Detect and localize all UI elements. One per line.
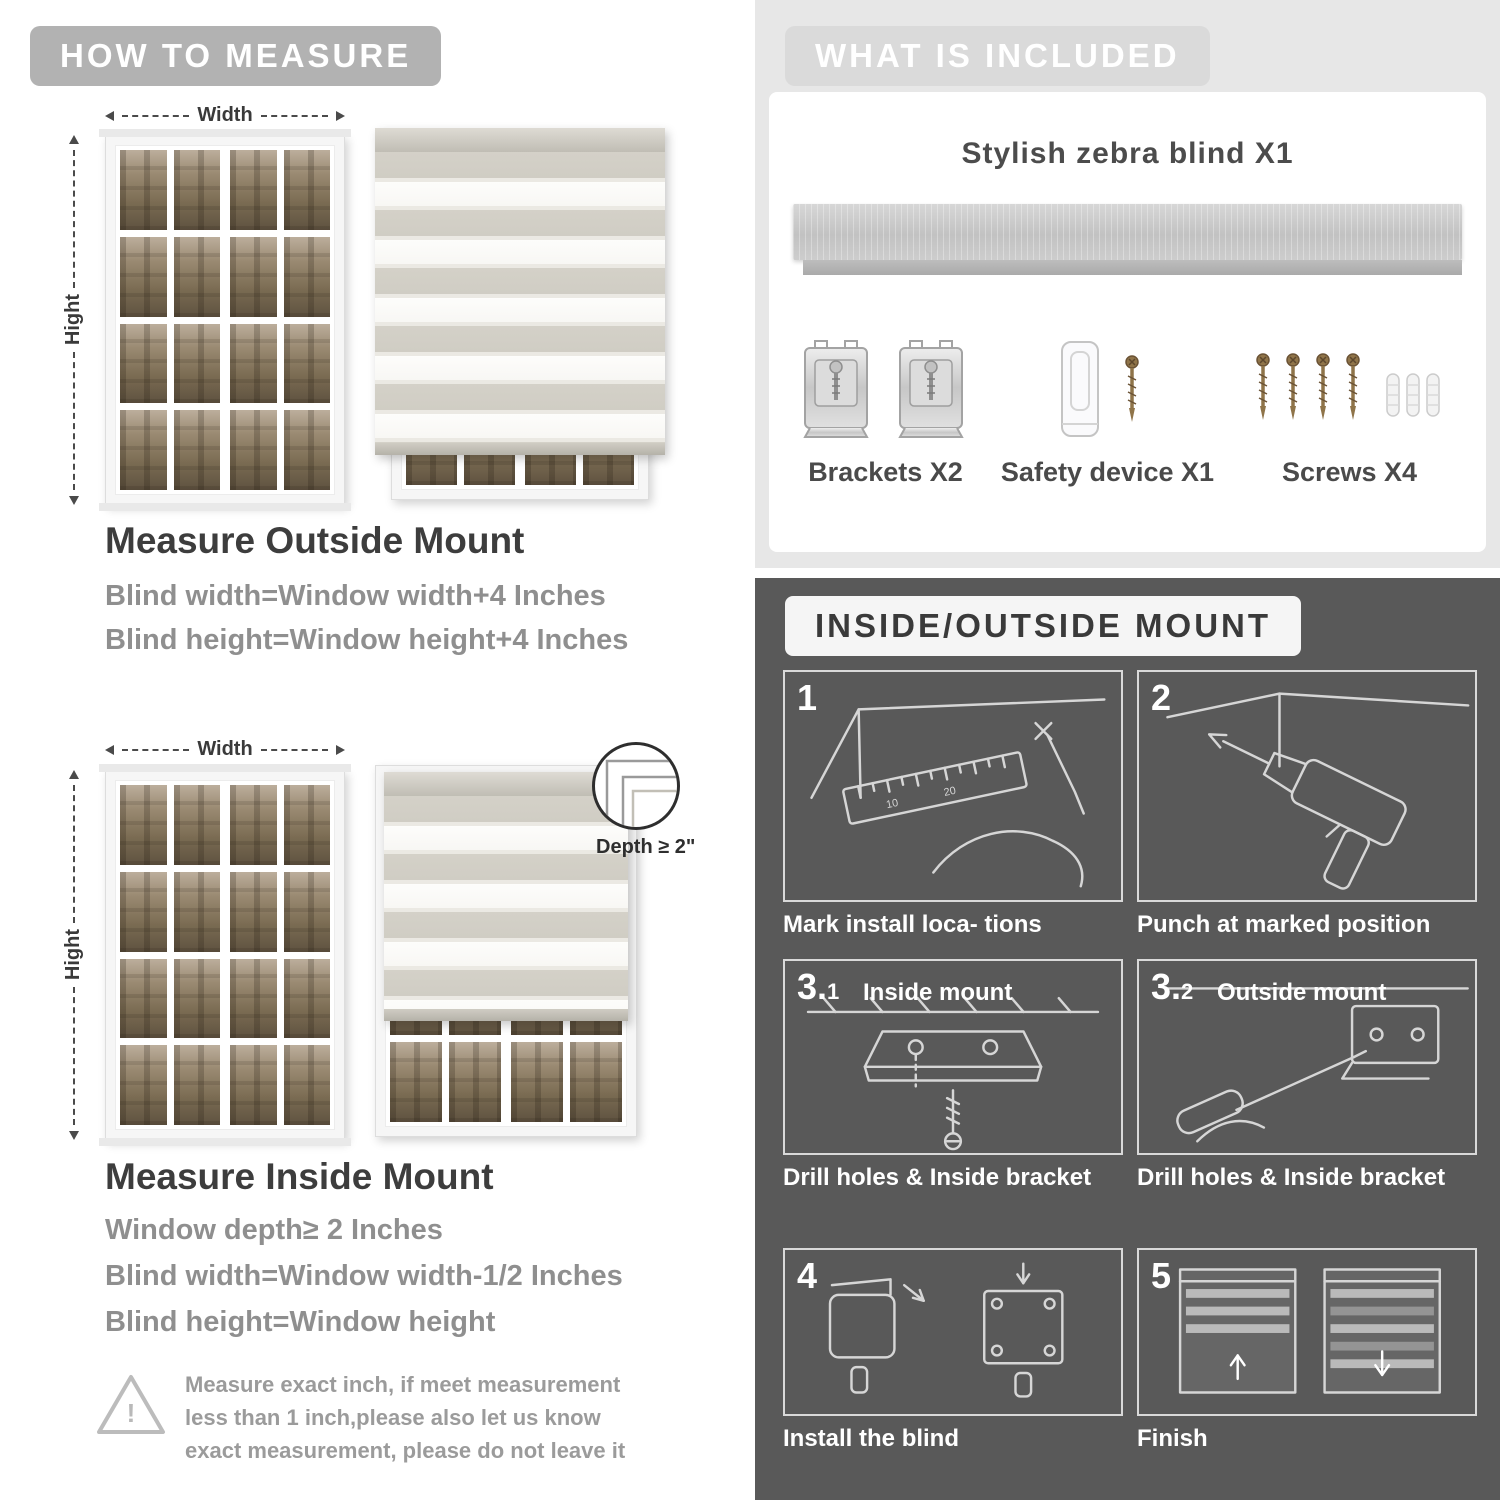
window-pane (120, 323, 167, 404)
step-number: 2 (1151, 677, 1172, 718)
what-is-included-section: WHAT IS INCLUDED Stylish zebra blind X1 … (755, 0, 1500, 568)
outside-mount-line1: Blind width=Window width+4 Inches (105, 580, 606, 612)
inside-width-arrow: Width (105, 738, 345, 761)
step-caption: Punch at marked position (1137, 911, 1431, 938)
what-is-included-header: WHAT IS INCLUDED (785, 26, 1210, 86)
blind-cassette (375, 128, 665, 152)
dashed-line (72, 150, 75, 289)
window-pane (173, 410, 220, 490)
blind-headrail-lip (803, 260, 1462, 275)
included-card: Stylish zebra blind X1 Brackets X2 Safet… (769, 92, 1486, 552)
step-caption: Mark install loca- tions (783, 911, 1042, 938)
window-lintel (99, 129, 351, 137)
step-inline-label: Inside mount (863, 979, 1013, 1006)
depth-detail-magnifier (592, 742, 680, 830)
included-item-brackets: Brackets X2 (803, 338, 968, 488)
product-title: Stylish zebra blind X1 (961, 137, 1294, 170)
screws-label: Screws X4 (1281, 457, 1418, 487)
step-number: 3. (1151, 966, 1182, 1007)
window-pane (173, 236, 220, 317)
mount-step-1: 1 10 20 (783, 670, 1123, 941)
outside-mount-line2: Blind height=Window height+4 Inches (105, 624, 629, 656)
included-item-safety-device: Safety device X1 (1001, 338, 1214, 488)
step-caption: Finish (1137, 1425, 1208, 1452)
window-pane (230, 236, 277, 317)
mark-locations-illustration: 10 20 (810, 698, 1106, 888)
drill-illustration (1166, 692, 1470, 890)
window-pane (120, 410, 167, 490)
dashed-line (260, 114, 329, 117)
finish-illustration (1178, 1268, 1441, 1394)
screws-icon (1255, 352, 1440, 422)
window-sill (99, 503, 351, 511)
safety-device-label: Safety device X1 (1000, 457, 1215, 487)
outside-mount-title: Measure Outside Mount (105, 520, 525, 561)
how-to-measure-header: HOW TO MEASURE (30, 26, 442, 86)
step-number: 4 (797, 1255, 818, 1296)
inside-mount-line1: Window depth≥ 2 Inches (105, 1214, 443, 1246)
inside-mount-line3: Blind height=Window height (105, 1306, 496, 1338)
step-number: 3. (797, 966, 828, 1007)
dashed-line (72, 351, 75, 490)
step-number: 5 (1151, 1255, 1172, 1296)
step-caption: Drill holes & Inside bracket (1137, 1164, 1446, 1191)
zebra-blind (384, 772, 628, 1022)
window-pane (283, 150, 330, 230)
included-item-screws: Screws X4 (1247, 338, 1452, 488)
window-pane (173, 323, 220, 404)
outside-height-arrow: Hight (62, 135, 85, 505)
inside-mount-blind-figure (375, 765, 637, 1137)
mount-step-3-1: 3.1 Inside mount (783, 959, 1123, 1194)
depth-label: Depth ≥ 2" (596, 836, 696, 858)
step-caption: Install the blind (783, 1425, 960, 1452)
inside-mount-line2: Blind width=Window width-1/2 Inches (105, 1260, 623, 1292)
dashed-line (122, 114, 190, 117)
safety-device-icon (1061, 341, 1141, 437)
how-to-measure-section: HOW TO MEASURE Width Hight (0, 0, 755, 1500)
mount-step-2: 2 Pun (1137, 670, 1477, 941)
brackets-label: Brackets X2 (808, 457, 963, 487)
mount-step-4: 4 In (783, 1248, 1123, 1455)
blind-bottom-rail (375, 443, 665, 456)
window-pane (230, 150, 277, 230)
outside-bracket-illustration (1166, 987, 1469, 1143)
mount-steps-grid: 1 10 20 (783, 670, 1477, 1455)
window-pane (120, 150, 167, 230)
zebra-blind (375, 128, 665, 456)
outside-height-label: Hight (62, 294, 84, 346)
outside-mount-blind-figure (375, 128, 665, 500)
window-pane (173, 150, 220, 230)
window-pane (230, 323, 277, 404)
warning-triangle-icon: ! (95, 1372, 167, 1438)
brackets-icon (803, 339, 964, 439)
mount-step-5: 5 (1137, 1248, 1477, 1455)
window-illustration (99, 129, 351, 511)
svg-text:20: 20 (943, 785, 957, 799)
window-pane (120, 236, 167, 317)
svg-text:10: 10 (885, 797, 899, 811)
step-number: 1 (797, 677, 818, 718)
window-pane (283, 236, 330, 317)
measure-note: Measure exact inch, if meet measurement … (185, 1372, 626, 1463)
warning-exclamation: ! (126, 1398, 136, 1428)
inside-height-label: Hight (62, 929, 84, 981)
window-pane (283, 323, 330, 404)
step-inline-label: Outside mount (1217, 979, 1387, 1006)
outside-width-arrow: Width (105, 104, 345, 127)
install-blind-illustration (828, 1262, 1064, 1398)
inside-mount-title: Measure Inside Mount (105, 1156, 494, 1197)
mount-step-3-2: 3.2 Outside mount Dril (1137, 959, 1477, 1194)
window-illustration (99, 764, 351, 1146)
blind-headrail-image (793, 204, 1462, 260)
inside-width-label: Width (197, 738, 253, 760)
step-caption: Drill holes & Inside bracket (783, 1164, 1092, 1191)
inside-bracket-illustration (806, 997, 1100, 1151)
inside-outside-mount-section: INSIDE/OUTSIDE MOUNT 1 10 20 (755, 578, 1500, 1500)
outside-width-label: Width (197, 104, 253, 126)
mount-section-header: INSIDE/OUTSIDE MOUNT (785, 596, 1302, 656)
window-pane (283, 410, 330, 490)
window-pane (230, 410, 277, 490)
inside-height-arrow: Hight (62, 770, 85, 1140)
blind-zebra-stripes (375, 152, 665, 444)
